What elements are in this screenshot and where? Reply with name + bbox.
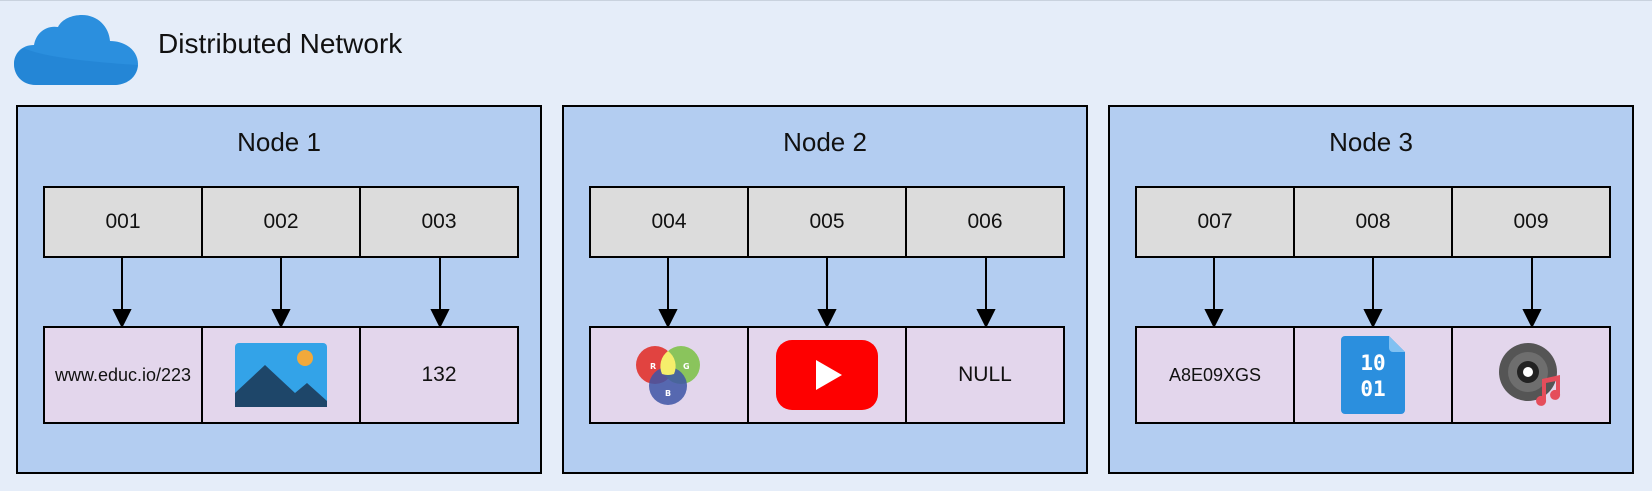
cloud-icon <box>14 15 138 85</box>
value-cell: 10 01 <box>1295 328 1453 422</box>
key-cell: 006 <box>907 188 1063 256</box>
binary-line-1: 10 <box>1360 351 1385 375</box>
key-cell: 004 <box>591 188 749 256</box>
key-cell: 007 <box>1137 188 1295 256</box>
node-title: Node 1 <box>237 127 321 157</box>
key-value-arrows <box>112 258 450 326</box>
value-cell: R G B <box>591 328 749 422</box>
node-title: Node 2 <box>783 127 867 157</box>
value-text: 132 <box>421 363 457 386</box>
value-row: A8E09XGS 10 01 <box>1135 326 1611 424</box>
node-2-container: Node 2 004 005 006 R G B <box>562 105 1088 474</box>
value-cell: 132 <box>361 328 517 422</box>
key-cell: 003 <box>361 188 517 256</box>
key-value-arrows <box>1204 258 1542 326</box>
binary-file-icon: 10 01 <box>1341 336 1405 414</box>
key-cell: 009 <box>1453 188 1609 256</box>
value-cell <box>749 328 907 422</box>
image-icon <box>235 343 327 407</box>
value-text: www.educ.io/223 <box>54 364 192 385</box>
value-text: A8E09XGS <box>1168 364 1262 385</box>
key-cell: 002 <box>203 188 361 256</box>
value-cell: www.educ.io/223 <box>45 328 203 422</box>
node-title: Node 3 <box>1329 127 1413 157</box>
key-row: 001 002 003 <box>43 186 519 258</box>
value-text: NULL <box>958 363 1012 386</box>
rgb-label-b: B <box>665 389 671 398</box>
key-cell: 008 <box>1295 188 1453 256</box>
value-cell: A8E09XGS <box>1137 328 1295 422</box>
diagram-header: Distributed Network <box>14 15 402 87</box>
key-value-arrows <box>658 258 996 326</box>
binary-line-2: 01 <box>1360 377 1385 401</box>
key-row: 007 008 009 <box>1135 186 1611 258</box>
node-1-container: Node 1 001 002 003 www.educ.io/223 132 <box>16 105 542 474</box>
youtube-icon <box>776 340 878 410</box>
rgb-label-g: G <box>683 362 690 371</box>
value-row: www.educ.io/223 132 <box>43 326 519 424</box>
key-row: 004 005 006 <box>589 186 1065 258</box>
rgb-color-icon: R G B <box>636 346 700 405</box>
music-disc-icon <box>1499 343 1561 406</box>
value-cell <box>203 328 361 422</box>
value-row: R G B NULL <box>589 326 1065 424</box>
node-3-container: Node 3 007 008 009 A8E09XGS 10 01 <box>1108 105 1634 474</box>
value-cell <box>1453 328 1609 422</box>
key-cell: 001 <box>45 188 203 256</box>
key-cell: 005 <box>749 188 907 256</box>
value-cell: NULL <box>907 328 1063 422</box>
diagram-title: Distributed Network <box>158 28 403 59</box>
rgb-label-r: R <box>650 362 656 371</box>
